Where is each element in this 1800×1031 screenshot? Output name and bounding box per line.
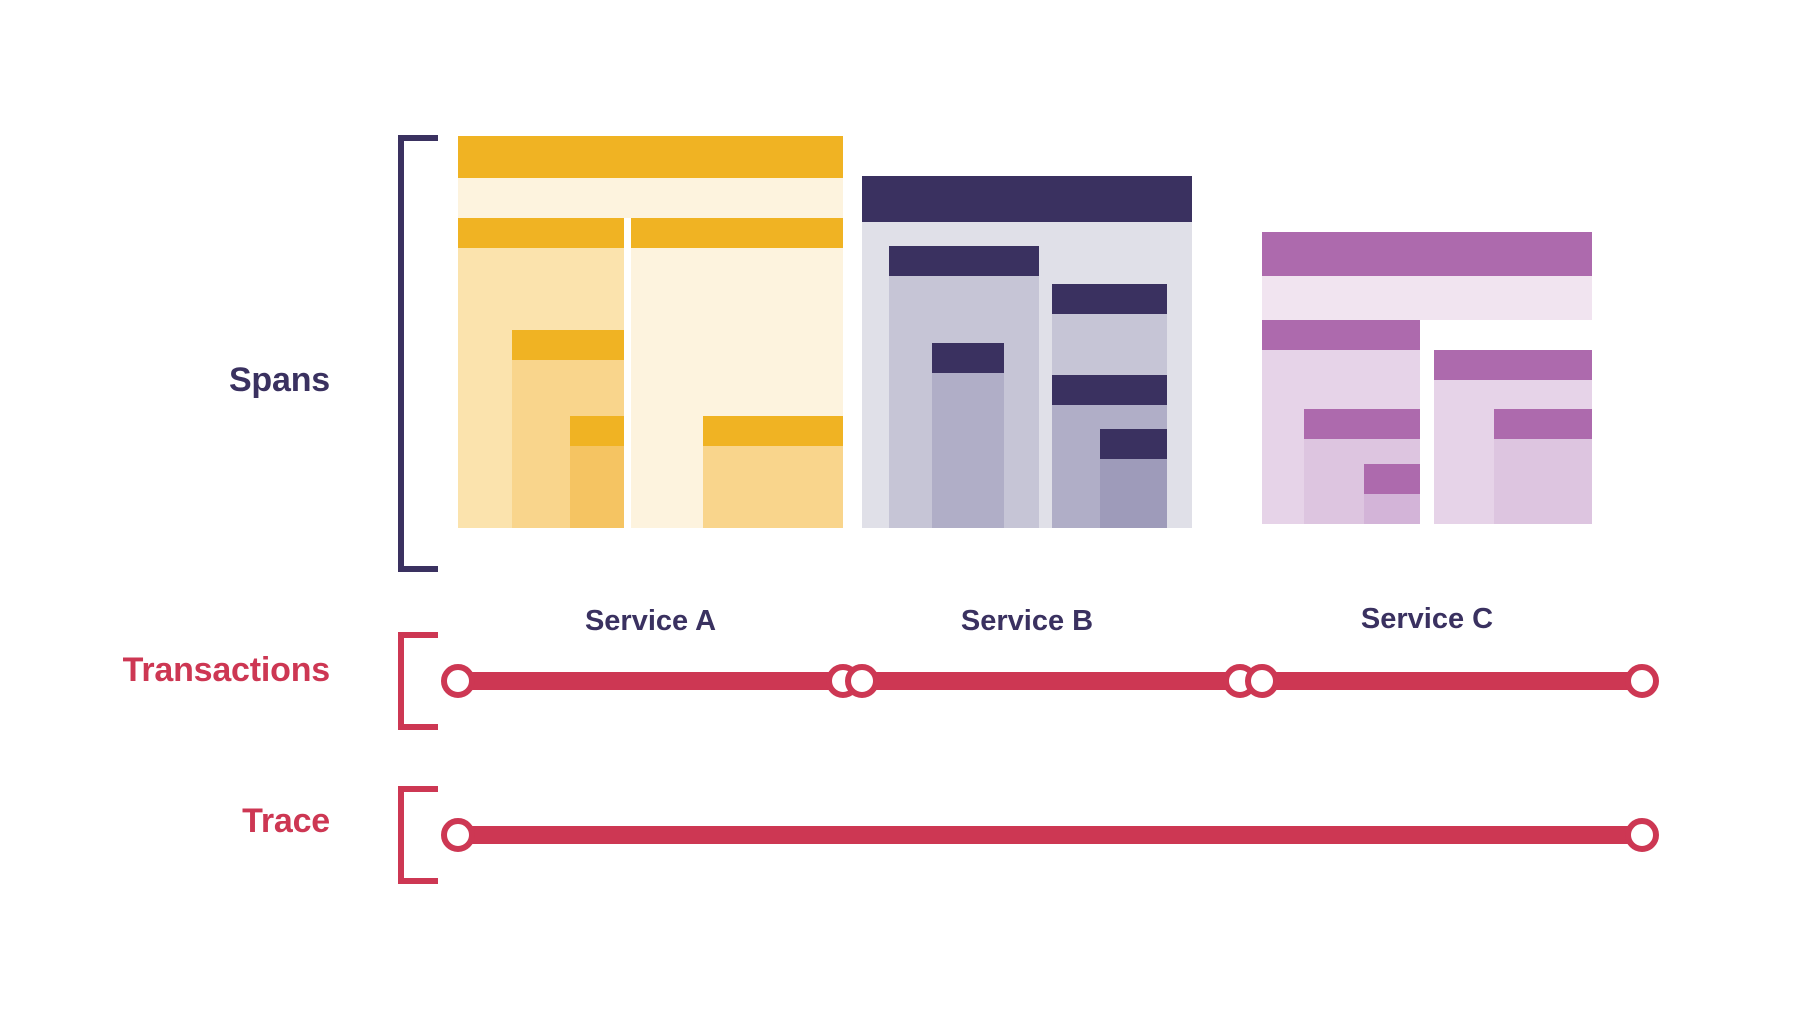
grandchild-span-3-body	[703, 446, 843, 528]
trace-bracket	[398, 786, 440, 884]
trace-span-start-node[interactable]	[441, 818, 475, 852]
transaction-service-c-bar	[1262, 672, 1642, 690]
spans-row-label: Spans	[228, 361, 330, 399]
grandchild-span-2-header	[1052, 375, 1167, 405]
child-span-1-header	[889, 246, 1039, 276]
child-span-1-header	[458, 218, 624, 248]
root-span-body	[458, 178, 843, 218]
grandchild-span-1-header	[932, 343, 1004, 373]
trace-row-label: Trace	[242, 802, 330, 840]
transactions-bracket-line	[398, 632, 438, 730]
service-b-span-stack	[862, 136, 1192, 528]
root-span-header	[1262, 232, 1592, 276]
service-c-caption: Service C	[1360, 603, 1494, 635]
greatgrandchild-span-header	[1100, 429, 1167, 459]
transaction-service-b-bar	[862, 672, 1240, 690]
trace-span-bar	[458, 826, 1642, 844]
trace-bracket-mask	[406, 792, 440, 878]
service-b-caption: Service B	[960, 605, 1094, 637]
child-span-2-header	[1434, 350, 1592, 380]
greatgrandchild-span-body	[1364, 494, 1420, 524]
grandchild-span-3-header	[703, 416, 843, 446]
grandchild-span-2-header	[1494, 409, 1592, 439]
grandchild-span-1-header	[1304, 409, 1420, 439]
spans-bracket-line	[398, 135, 438, 572]
child-span-1-header	[1262, 320, 1420, 350]
root-span-header	[458, 136, 843, 178]
trace-span-end-node[interactable]	[1625, 818, 1659, 852]
grandchild-span-1-header	[512, 330, 624, 360]
greatgrandchild-span-header	[1364, 464, 1420, 494]
service-a-caption: Service A	[584, 605, 717, 637]
child-span-2-header	[1052, 284, 1167, 314]
transactions-row-label: Transactions	[122, 651, 331, 689]
transactions-bracket-mask	[406, 638, 440, 724]
transactions-bracket	[398, 632, 440, 730]
trace-bracket-line	[398, 786, 438, 884]
grandchild-span-2-header	[570, 416, 624, 446]
transaction-service-b-start-node[interactable]	[845, 664, 879, 698]
root-span-body	[1262, 276, 1592, 320]
service-a-span-stack	[458, 136, 843, 528]
child-span-2-header	[631, 218, 843, 248]
root-span-header	[862, 176, 1192, 222]
transaction-service-a-bar	[458, 672, 843, 690]
spans-bracket-mask	[406, 141, 440, 566]
greatgrandchild-span-body	[1100, 459, 1167, 528]
spans-bracket	[398, 135, 440, 572]
transaction-service-c-end-node[interactable]	[1625, 664, 1659, 698]
transaction-service-c-start-node[interactable]	[1245, 664, 1279, 698]
transaction-service-a-start-node[interactable]	[441, 664, 475, 698]
grandchild-span-1-body	[932, 373, 1004, 528]
grandchild-span-2-body	[1494, 439, 1592, 524]
grandchild-span-2-body	[570, 446, 624, 528]
service-c-span-stack	[1262, 232, 1592, 524]
